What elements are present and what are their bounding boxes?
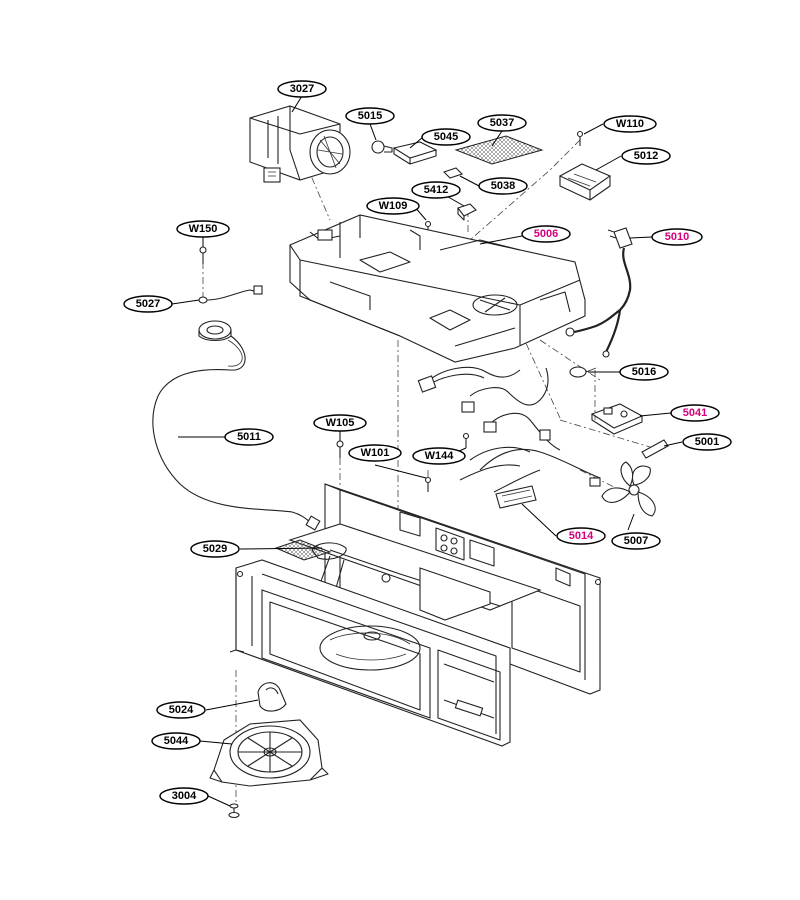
svg-text:5027: 5027 xyxy=(136,298,160,310)
svg-text:5006: 5006 xyxy=(534,228,558,240)
label-5045: 5045 xyxy=(421,128,471,146)
label-5007: 5007 xyxy=(611,532,661,550)
label-5016: 5016 xyxy=(619,363,669,381)
label-W109: W109 xyxy=(366,197,420,215)
svg-text:5045: 5045 xyxy=(434,131,458,143)
fan-blade-5007 xyxy=(601,461,656,517)
stirrer-motor-5027 xyxy=(198,285,263,342)
label-5015: 5015 xyxy=(345,107,395,125)
label-5038: 5038 xyxy=(478,177,528,195)
part-5038 xyxy=(442,167,464,179)
svg-text:5010: 5010 xyxy=(665,231,689,243)
label-W150: W150 xyxy=(176,220,230,238)
svg-text:5016: 5016 xyxy=(632,366,656,378)
screw-W144 xyxy=(462,432,470,448)
svg-text:5412: 5412 xyxy=(424,184,448,196)
label-5029: 5029 xyxy=(190,540,240,558)
turntable-base-5044 xyxy=(209,719,329,787)
svg-text:W109: W109 xyxy=(379,200,408,212)
svg-text:5015: 5015 xyxy=(358,110,382,122)
label-5024: 5024 xyxy=(156,701,206,719)
switch-5412 xyxy=(457,203,477,221)
svg-text:5024: 5024 xyxy=(169,704,194,716)
lamp-socket-5045 xyxy=(392,141,438,165)
svg-text:3004: 3004 xyxy=(172,790,197,802)
label-5412: 5412 xyxy=(411,181,461,199)
upper-chassis-5006 xyxy=(289,214,586,363)
svg-text:5044: 5044 xyxy=(164,735,189,747)
lamp-5015 xyxy=(371,140,393,154)
screw-W105 xyxy=(336,440,344,458)
svg-text:5041: 5041 xyxy=(683,407,707,419)
label-5027: 5027 xyxy=(123,295,173,313)
coupler-5024 xyxy=(257,682,287,712)
label-5037: 5037 xyxy=(477,114,527,132)
label-5001: 5001 xyxy=(682,433,732,451)
svg-text:5011: 5011 xyxy=(237,431,261,443)
svg-text:5029: 5029 xyxy=(203,543,227,555)
power-cord-5010 xyxy=(565,227,633,358)
svg-text:W150: W150 xyxy=(189,223,218,235)
cable-5011 xyxy=(152,335,321,531)
label-W101: W101 xyxy=(348,444,402,462)
screw-W110 xyxy=(576,130,584,146)
label-5012: 5012 xyxy=(621,147,671,165)
svg-text:W101: W101 xyxy=(361,447,390,459)
label-5006: 5006 xyxy=(521,225,571,243)
label-W144: W144 xyxy=(412,447,466,465)
svg-text:5001: 5001 xyxy=(695,436,719,448)
oven-cavity-frame xyxy=(229,483,602,747)
svg-text:W105: W105 xyxy=(326,417,355,429)
svg-text:5038: 5038 xyxy=(491,180,515,192)
sensor-5016 xyxy=(569,366,597,378)
blower-fan-housing-3027 xyxy=(249,105,351,183)
unit-5012 xyxy=(558,163,612,201)
svg-text:5014: 5014 xyxy=(569,530,594,542)
label-5044: 5044 xyxy=(151,732,201,750)
wire-harness-5014 xyxy=(417,366,601,509)
label-5010: 5010 xyxy=(651,228,703,246)
label-W105: W105 xyxy=(313,414,367,432)
label-5014: 5014 xyxy=(556,527,606,545)
svg-text:5007: 5007 xyxy=(624,535,648,547)
leader-lines xyxy=(171,95,683,807)
svg-text:W110: W110 xyxy=(616,118,644,130)
label-5011: 5011 xyxy=(224,428,274,446)
label-5041: 5041 xyxy=(670,404,720,422)
svg-text:W144: W144 xyxy=(425,450,455,462)
svg-text:5037: 5037 xyxy=(490,117,514,129)
svg-text:3027: 3027 xyxy=(290,83,314,95)
fuse-5001 xyxy=(641,439,669,459)
svg-text:5012: 5012 xyxy=(634,150,658,162)
label-W110: W110 xyxy=(603,115,657,133)
label-3027: 3027 xyxy=(277,80,327,98)
filter-mesh-5037 xyxy=(454,135,544,165)
screw-W101 xyxy=(424,476,432,492)
label-3004: 3004 xyxy=(159,787,209,805)
